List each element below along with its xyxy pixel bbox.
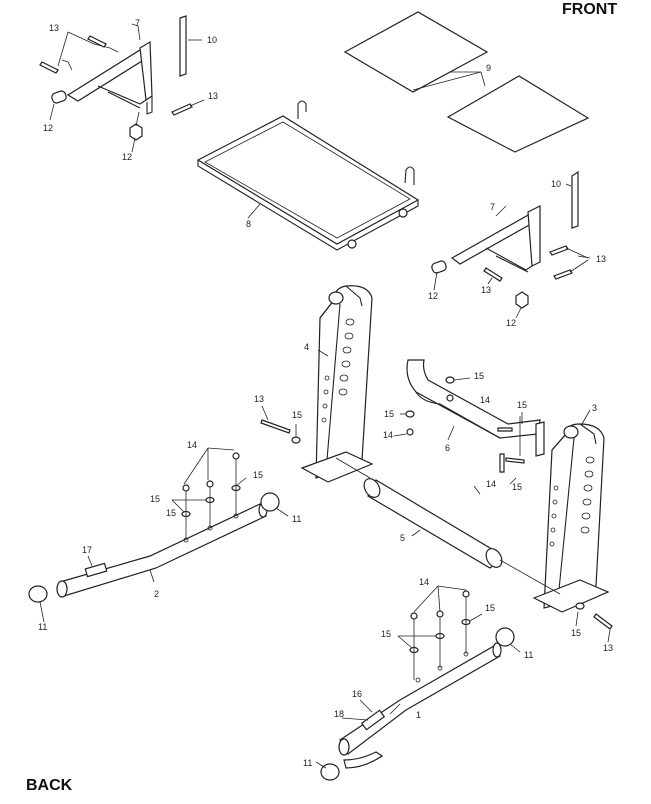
callout-8: 8 — [246, 219, 251, 229]
callout-15-f: 15 — [253, 470, 263, 480]
callout-12-d: 12 — [506, 318, 516, 328]
callout-14-b: 14 — [419, 577, 429, 587]
front-label: FRONT — [562, 1, 618, 18]
base-leg-part-1 — [320, 627, 515, 781]
callout-16: 16 — [352, 689, 362, 699]
hardware-cluster-right — [397, 585, 483, 680]
callout-15-h: 15 — [485, 603, 495, 613]
crossbar-tube-part-5 — [335, 457, 561, 595]
callout-3: 3 — [592, 403, 597, 413]
callout-17: 17 — [82, 545, 92, 555]
callout-11-b: 11 — [292, 514, 301, 524]
callout-15-j: 15 — [571, 628, 581, 638]
callout-9: 9 — [486, 63, 491, 73]
callout-13-b: 13 — [208, 91, 218, 101]
upright-part-3 — [532, 409, 610, 613]
callout-2: 2 — [154, 589, 159, 599]
pin-part-10-right — [565, 170, 579, 229]
callout-4: 4 — [304, 342, 309, 352]
callout-15-d: 15 — [384, 409, 394, 419]
handle-bracket-part-7-left — [39, 23, 205, 153]
callout-7-right: 7 — [490, 202, 495, 212]
callout-11-d: 11 — [303, 758, 312, 768]
callout-18: 18 — [334, 709, 344, 719]
callout-10-upper: 10 — [207, 35, 217, 45]
callout-15-k: 15 — [166, 508, 176, 518]
callout-15-b: 15 — [474, 371, 484, 381]
hardware-cluster-left — [171, 447, 247, 540]
handle-bracket-part-7-right — [431, 205, 589, 319]
callout-6: 6 — [445, 443, 450, 453]
callout-15-i: 15 — [381, 629, 391, 639]
callout-13-f: 13 — [603, 643, 613, 653]
callout-1: 1 — [416, 710, 421, 720]
callout-13-c: 13 — [481, 285, 491, 295]
callout-10-right: 10 — [551, 179, 561, 189]
base-leg-part-2 — [28, 492, 280, 603]
seat-tray-part-8 — [196, 100, 420, 251]
callout-14-a: 14 — [187, 440, 197, 450]
callout-13-e: 13 — [254, 394, 264, 404]
callout-12-b: 12 — [122, 152, 132, 162]
callout-15-e: 15 — [512, 482, 522, 492]
back-label: BACK — [26, 777, 73, 794]
upright-part-4 — [300, 285, 374, 483]
callout-14-e: 14 — [486, 479, 496, 489]
callout-5: 5 — [400, 533, 405, 543]
callout-12-c: 12 — [428, 291, 438, 301]
callout-13-d: 13 — [596, 254, 606, 264]
pin-part-10-left — [179, 15, 202, 77]
callout-11-a: 11 — [38, 622, 47, 632]
arm-part-6 — [406, 359, 545, 473]
callout-15-c: 15 — [517, 400, 527, 410]
callout-15-a: 15 — [292, 410, 302, 420]
callout-11-c: 11 — [524, 650, 533, 660]
callout-14-d: 14 — [383, 430, 393, 440]
mat-part-9 — [343, 11, 590, 153]
callout-7-upper: 7 — [135, 18, 140, 28]
leader-lines — [39, 255, 591, 769]
callout-12-a: 12 — [43, 123, 53, 133]
callout-14-c: 14 — [480, 395, 490, 405]
callout-13-a: 13 — [49, 23, 59, 33]
callout-numbers: 1 2 3 4 5 6 7 7 8 9 10 10 11 11 11 11 12… — [38, 18, 613, 768]
hardware-uprights — [260, 376, 613, 643]
callout-15-g: 15 — [150, 494, 160, 504]
